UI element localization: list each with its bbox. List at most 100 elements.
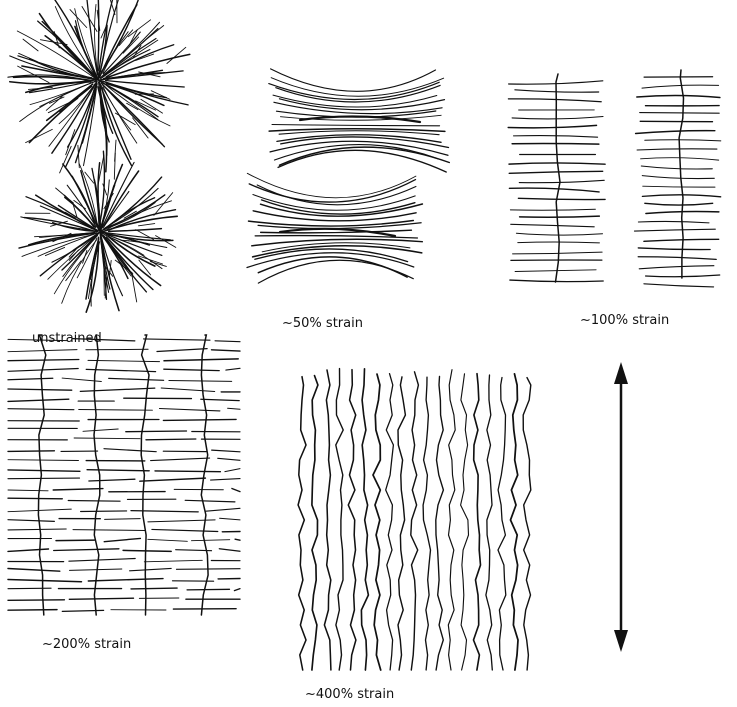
fragment-lamella	[220, 518, 240, 520]
fragment-lamella	[155, 471, 220, 472]
radial-lamella	[109, 229, 162, 232]
fragment-lamella	[206, 508, 240, 511]
fragment-lamella	[130, 568, 172, 570]
fragment-lamella	[151, 458, 210, 461]
fragment-lamella	[187, 589, 229, 590]
fragment-lamella	[8, 389, 72, 390]
bowtie-lamella	[247, 173, 416, 197]
fragment-lamella	[69, 598, 133, 599]
fragment-lamella	[211, 479, 240, 481]
stacked-lamella	[510, 280, 603, 282]
fibril	[386, 374, 394, 670]
fragment-lamella	[8, 490, 48, 491]
fragment-lamella	[104, 449, 156, 452]
strain-direction-arrow	[614, 362, 628, 652]
fragment-lamella	[131, 588, 177, 589]
tie-stem	[94, 335, 100, 615]
bowtie-lamella	[271, 69, 436, 91]
stacked-lamella	[512, 144, 599, 145]
stacked-lamella	[512, 117, 603, 119]
fragment-lamella	[81, 511, 127, 512]
stacked-lamella	[637, 149, 717, 150]
fragment-lamella	[226, 368, 240, 370]
fragment-lamella	[8, 588, 51, 589]
branch-lamella	[136, 230, 154, 240]
stacked-lamella	[519, 180, 604, 182]
panel-strain-400: ~400% strain	[298, 369, 531, 702]
bowtie-lamella	[249, 180, 415, 202]
fragment-lamella	[109, 378, 164, 380]
bowtie-lamella	[272, 125, 440, 126]
caption-strain-200: ~200% strain	[42, 637, 131, 652]
fibril	[461, 374, 469, 670]
fibril	[336, 369, 343, 670]
fragment-lamella	[104, 538, 140, 541]
fragment-lamella	[8, 580, 82, 582]
fragment-lamella	[144, 339, 211, 340]
fragment-lamella	[8, 549, 49, 551]
fragment-lamella	[148, 539, 188, 541]
caption-strain-100: ~100% strain	[580, 313, 669, 328]
fragment-lamella	[87, 470, 149, 471]
panel-strain-200: ~200% strain	[8, 335, 240, 652]
fragment-lamella	[228, 408, 240, 409]
fragment-lamella	[235, 539, 240, 540]
stacked-lamella	[645, 140, 721, 141]
stacked-lamella	[642, 176, 714, 179]
fragment-lamella	[212, 350, 241, 351]
fibril	[523, 378, 531, 670]
fibril	[448, 370, 455, 670]
radial-lamella	[47, 84, 93, 120]
stacked-lamella	[643, 186, 715, 187]
fragment-lamella	[8, 509, 71, 512]
fragment-lamella	[62, 610, 103, 611]
fibril	[436, 377, 444, 671]
fragment-lamella	[88, 360, 160, 361]
radial-lamella	[98, 0, 99, 70]
stacked-lamella	[641, 166, 712, 169]
stacked-lamella	[518, 198, 605, 199]
fragment-lamella	[164, 359, 238, 361]
fibril	[511, 374, 519, 670]
fragment-lamella	[215, 341, 240, 342]
panel-strain-100: ~100% strain	[508, 70, 721, 328]
stacked-lamella	[637, 96, 720, 98]
fragment-lamella	[54, 549, 119, 551]
fragment-lamella	[89, 479, 135, 481]
branch-lamella	[123, 37, 138, 53]
fragment-lamella	[212, 450, 240, 452]
stacked-lamella	[642, 195, 720, 197]
stacked-lamella	[510, 209, 595, 210]
fragment-lamella	[79, 410, 153, 411]
fragment-lamella	[69, 559, 135, 562]
fragment-lamella	[185, 500, 235, 502]
tie-stem	[679, 70, 683, 278]
stacked-lamella	[638, 257, 716, 260]
fragment-lamella	[8, 520, 54, 522]
fragment-lamella	[8, 451, 54, 452]
fibril	[423, 377, 430, 670]
fragment-lamella	[88, 579, 163, 581]
caption-strain-50: ~50% strain	[282, 316, 363, 331]
stacked-lamella	[509, 171, 603, 173]
fragment-lamella	[8, 529, 66, 530]
branch-lamella	[26, 129, 53, 142]
strain-400-fibrils	[298, 369, 531, 670]
stacked-lamella	[644, 284, 714, 287]
fibril	[312, 376, 318, 670]
fragment-lamella	[234, 589, 240, 591]
bowtie-lamella	[281, 137, 449, 148]
tie-stem	[201, 335, 208, 615]
stacked-lamella	[645, 203, 713, 205]
fragment-lamella	[144, 560, 202, 562]
fragment-lamella	[56, 540, 94, 541]
stacked-lamella	[639, 266, 714, 269]
stacked-lamella	[511, 224, 595, 227]
strain-50-lamellae	[247, 69, 449, 283]
fragment-lamella	[62, 378, 101, 381]
fragment-lamella	[70, 569, 122, 570]
fragment-lamella	[219, 549, 240, 552]
fragment-lamella	[73, 530, 145, 531]
stacked-lamella	[509, 188, 599, 192]
